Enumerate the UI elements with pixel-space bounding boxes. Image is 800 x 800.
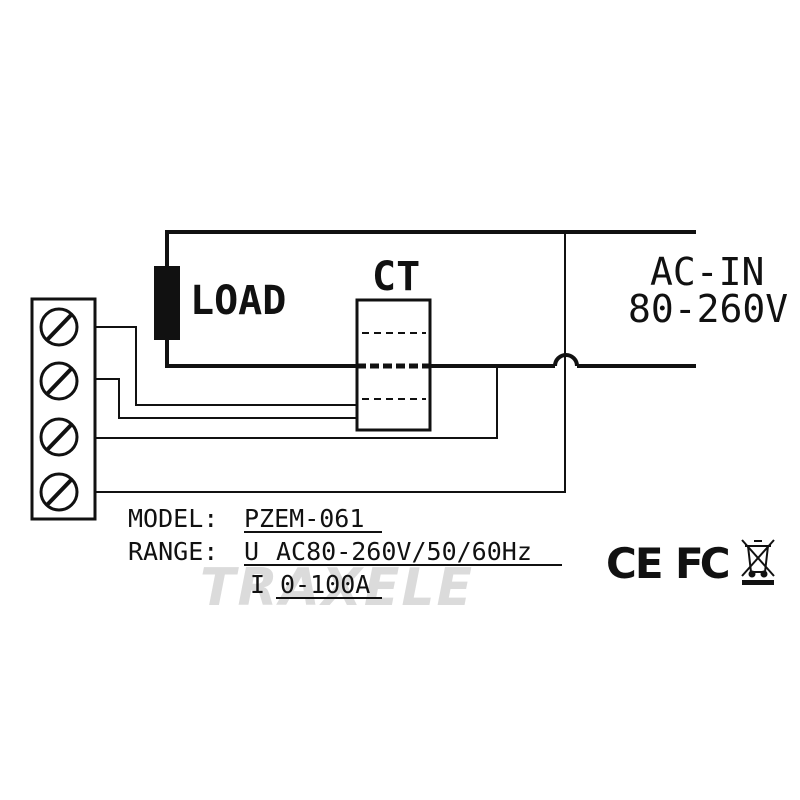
terminal-screw-icon (39, 307, 79, 347)
range-label: RANGE: (128, 537, 218, 566)
ct-block (355, 298, 432, 432)
signal-wires (86, 232, 566, 493)
ac-in-label: AC-IN (650, 250, 764, 294)
terminal-screw-icon (39, 417, 79, 457)
watermark: TRAXELE (200, 558, 474, 618)
wire-3 (86, 366, 498, 439)
terminal-block (30, 297, 97, 521)
current-symbol: I (250, 570, 265, 599)
ct-label: CT (372, 254, 420, 300)
terminal-screw-icon (39, 361, 79, 401)
load-resistor (154, 266, 180, 340)
ac-range-label: 80-260V (628, 287, 788, 331)
load-label: LOAD (190, 278, 286, 324)
current-value: 0-100A (280, 570, 370, 599)
fcc-mark-icon: FC (675, 539, 729, 588)
wire-4 (86, 232, 566, 493)
wire-1 (86, 326, 357, 406)
wire-2 (86, 378, 357, 419)
voltage-symbol: U (244, 537, 259, 566)
model-value: PZEM-061 (244, 504, 364, 533)
ce-mark-icon: CE (606, 539, 662, 588)
weee-bin-icon (741, 539, 775, 585)
model-label: MODEL: (128, 504, 218, 533)
terminal-screw-icon (39, 472, 79, 512)
voltage-value: AC80-260V/50/60Hz (276, 537, 532, 566)
